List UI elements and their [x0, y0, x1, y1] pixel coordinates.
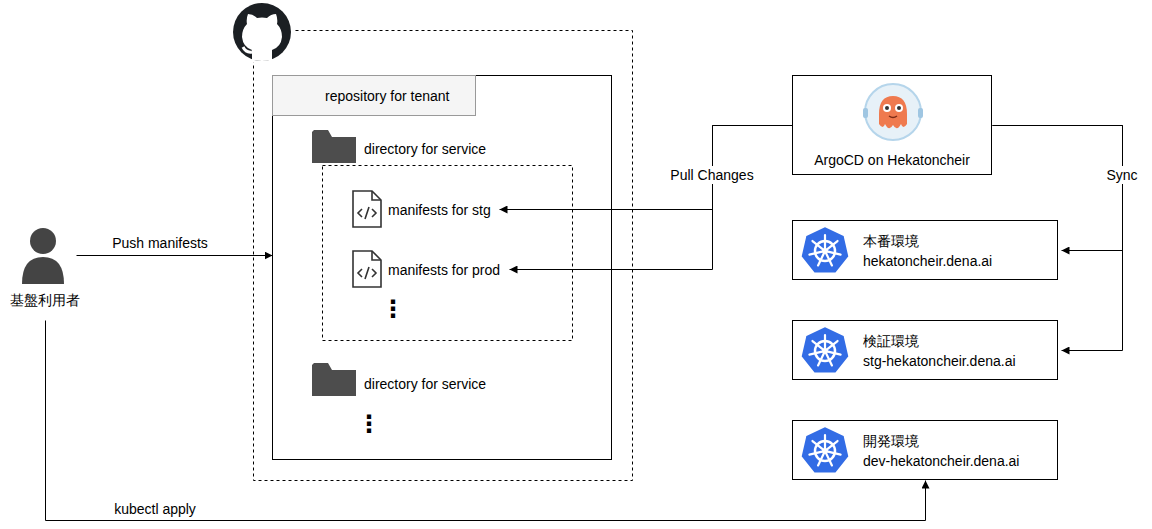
directory-item: directory for service — [312, 358, 491, 398]
user-actor: 基盤利用者 — [0, 226, 90, 312]
text-block: directory for service — [364, 139, 486, 159]
node-title: manifests for prod — [388, 260, 500, 280]
cluster-box: 開発環境dev-hekatoncheir.dena.ai — [792, 420, 1058, 480]
edge-label: Push manifests — [109, 234, 211, 252]
node-title: manifests for stg — [388, 200, 491, 220]
text-block: directory for service — [364, 374, 486, 394]
text-block: manifests for prod — [388, 260, 500, 280]
text-block: 検証環境stg-hekatoncheir.dena.ai — [863, 331, 1016, 371]
directory-item: directory for service — [312, 125, 491, 165]
github-boundary — [254, 31, 633, 481]
edge-label: Pull Changes — [667, 166, 756, 184]
argo-icon — [793, 76, 993, 146]
person-icon — [0, 226, 86, 288]
edge-label: Sync — [1103, 166, 1140, 184]
repository-box: repository for tenant directory for servi… — [272, 75, 612, 460]
k8s-icon — [797, 223, 853, 279]
text-block: manifests for stg — [388, 200, 491, 220]
manifest-file: manifests for stg — [350, 188, 495, 230]
k8s-icon — [797, 323, 853, 379]
cluster-box: 検証環境stg-hekatoncheir.dena.ai — [792, 320, 1058, 380]
text-block: 本番環境hekatoncheir.dena.ai — [863, 231, 992, 271]
folder-icon — [312, 360, 356, 396]
node-title: directory for service — [364, 374, 486, 394]
node-title: ArgoCD on Hekatoncheir — [814, 150, 970, 170]
node-title: repository for tenant — [325, 86, 450, 106]
continuation-mark: ⋮ — [357, 412, 381, 436]
text-block: ArgoCD on Hekatoncheir — [814, 150, 970, 170]
node-detail: dev-hekatoncheir.dena.ai — [863, 451, 1019, 471]
edge-label: kubectl apply — [111, 500, 199, 518]
service-manifest-group — [323, 166, 573, 341]
github-icon — [230, 0, 294, 64]
node-title: 本番環境 — [863, 231, 992, 251]
node-title: directory for service — [364, 139, 486, 159]
text-block: repository for tenant — [325, 86, 450, 106]
argocd-box: ArgoCD on Hekatoncheir — [792, 75, 992, 175]
manifest-file: manifests for prod — [350, 248, 505, 290]
connector — [500, 126, 793, 210]
text-block: 開発環境dev-hekatoncheir.dena.ai — [863, 431, 1019, 471]
node-title: 開発環境 — [863, 431, 1019, 451]
node-detail: stg-hekatoncheir.dena.ai — [863, 351, 1016, 371]
k8s-icon — [797, 423, 853, 479]
text-block: 基盤利用者 — [10, 290, 80, 310]
file-icon — [352, 190, 382, 228]
folder-icon — [312, 127, 356, 163]
node-title: 基盤利用者 — [10, 290, 80, 310]
connector — [77, 255, 273, 256]
cluster-box: 本番環境hekatoncheir.dena.ai — [792, 220, 1058, 280]
continuation-mark: ⋮ — [381, 297, 405, 321]
file-icon — [352, 250, 382, 288]
node-title: 検証環境 — [863, 331, 1016, 351]
connector — [510, 126, 793, 270]
node-detail: hekatoncheir.dena.ai — [863, 251, 992, 271]
